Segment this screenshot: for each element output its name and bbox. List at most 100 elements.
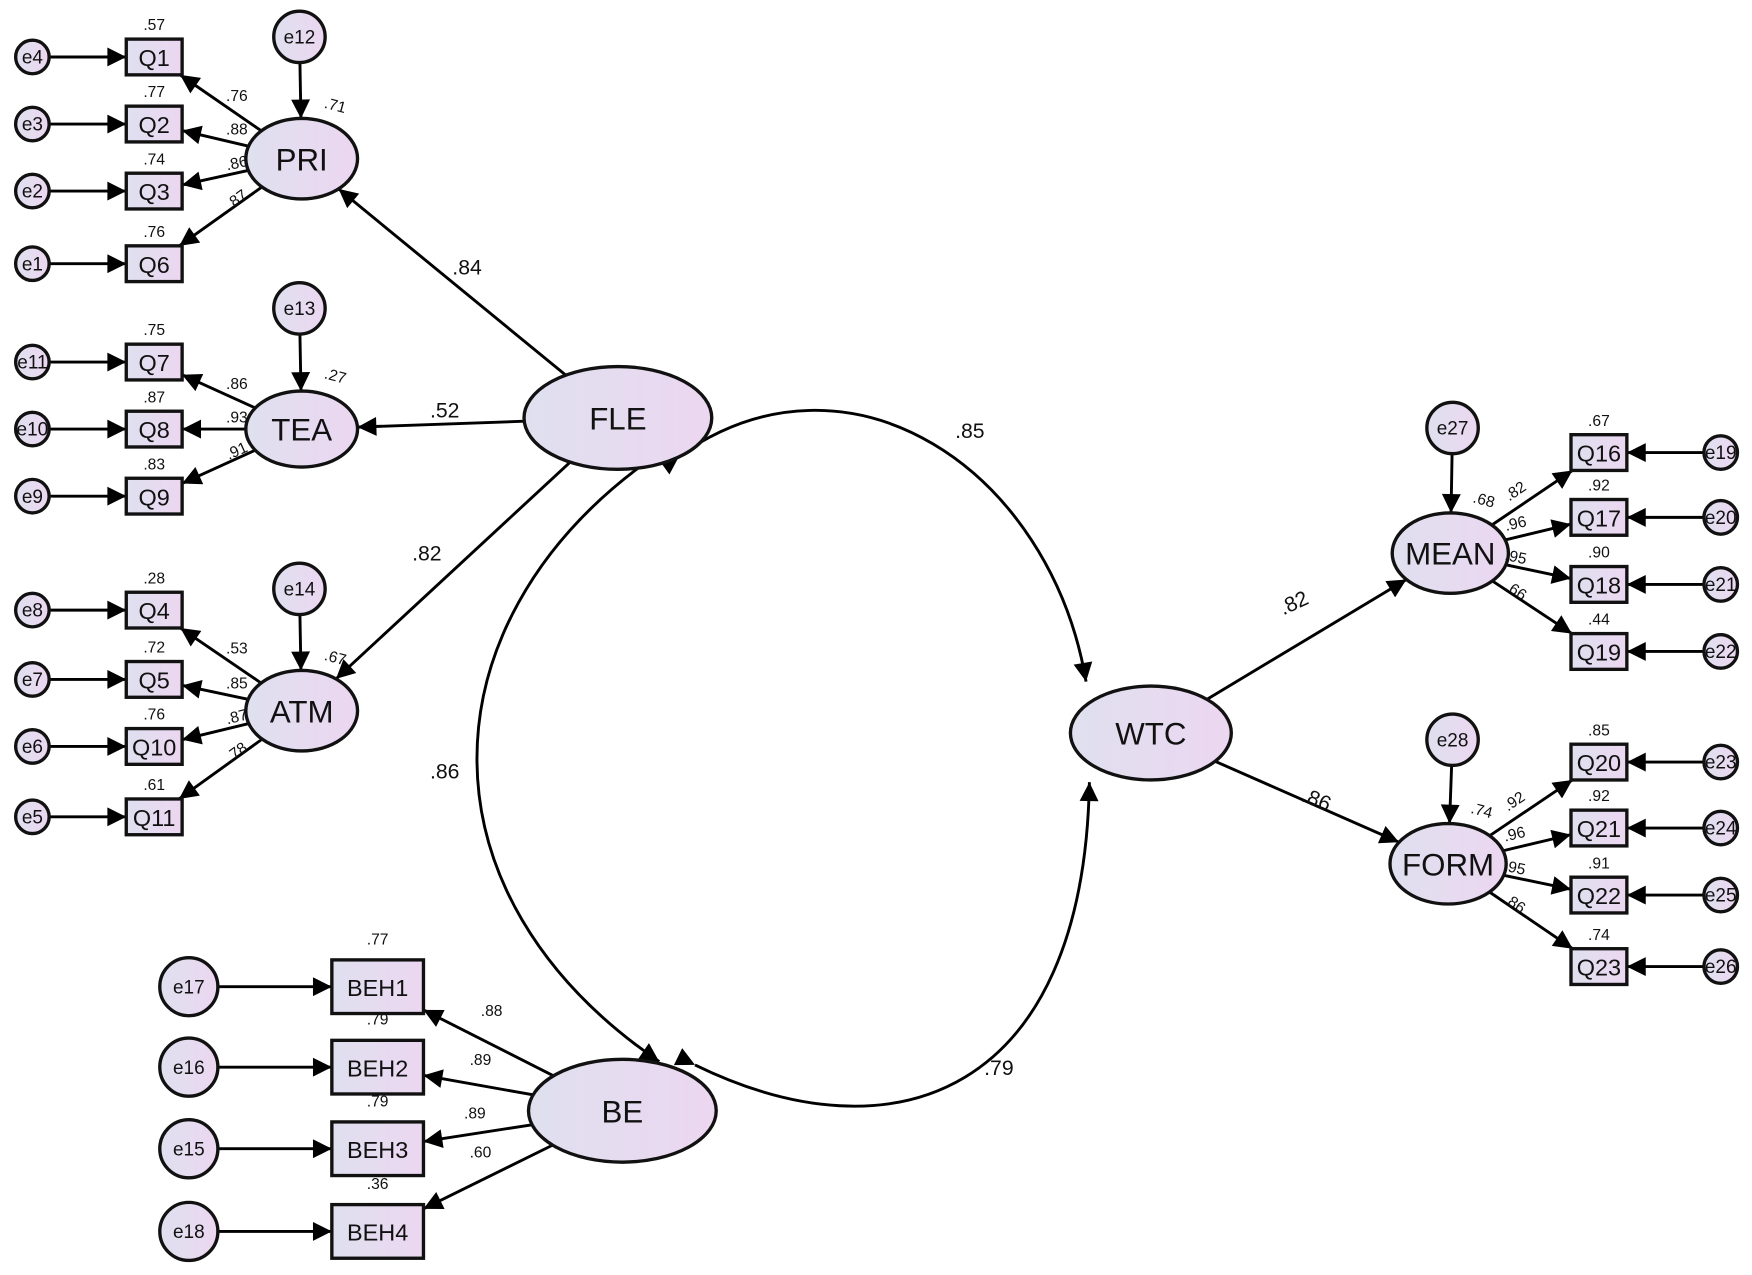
factor-pri-shape xyxy=(244,116,360,201)
indicator-q11-shape xyxy=(124,797,184,837)
r2-atm: .67 xyxy=(323,647,348,669)
loading-q9: .91 xyxy=(223,439,250,463)
factor-tea-shape xyxy=(244,389,360,469)
loading-q5: .85 xyxy=(226,675,248,692)
indicator-q3-shape xyxy=(124,171,184,211)
factor-wtc-shape xyxy=(1068,684,1233,782)
error-e10-label: e10 xyxy=(17,420,49,441)
r2-tea: .27 xyxy=(323,366,348,388)
r2-q20: .85 xyxy=(1588,722,1610,739)
error-e11-label: e11 xyxy=(17,353,47,374)
correlation-label-be-wtc: .79 xyxy=(984,1057,1013,1080)
indicator-q2-label: Q2 xyxy=(139,112,170,138)
r2-beh3: .79 xyxy=(367,1093,389,1110)
r2-q11: .61 xyxy=(143,777,165,794)
error-e24-label: e24 xyxy=(1705,819,1737,840)
loading-q1: .76 xyxy=(226,88,248,105)
factor-fle-label: FLE xyxy=(589,402,646,437)
r2-q10: .76 xyxy=(143,707,165,724)
error-e17-label: e17 xyxy=(173,977,205,998)
indicator-beh3-label: BEH3 xyxy=(347,1137,408,1163)
path-wtc-form xyxy=(1214,759,1400,844)
error-e23-label: e23 xyxy=(1705,753,1737,774)
loading-arrow-q5 xyxy=(181,680,249,701)
indicator-q16-label: Q16 xyxy=(1577,441,1621,467)
error-e22-shape xyxy=(1702,633,1740,670)
r2-q2: .77 xyxy=(143,84,165,101)
error-e6-shape xyxy=(13,728,51,765)
indicator-q5-shape xyxy=(124,659,184,699)
indicator-q20-shape xyxy=(1569,742,1629,782)
loading-arrow-q20 xyxy=(1488,778,1574,837)
indicator-q11-label: Q11 xyxy=(133,805,176,831)
indicator-q8-label: Q8 xyxy=(139,417,170,443)
indicator-q23-shape xyxy=(1569,947,1629,987)
loading-q19: .66 xyxy=(1502,578,1530,604)
r2-q16: .67 xyxy=(1588,413,1610,430)
error-e7-shape xyxy=(13,660,51,698)
correlation-label-fle-be: .86 xyxy=(430,761,459,784)
error-e17-shape xyxy=(158,955,220,1018)
error-e4-shape xyxy=(13,38,51,76)
indicator-q19-shape xyxy=(1569,631,1629,672)
error-e23-shape xyxy=(1702,743,1740,781)
disturbance-e12-label: e12 xyxy=(284,27,316,48)
correlation-be-wtc xyxy=(673,782,1099,1108)
indicator-q21-label: Q21 xyxy=(1577,816,1621,842)
disturbance-e27-shape xyxy=(1425,400,1480,456)
loading-arrow-q9 xyxy=(181,448,256,485)
loading-arrow-q23 xyxy=(1488,890,1574,950)
disturbance-arrow-form xyxy=(1440,765,1460,824)
loading-arrow-beh3 xyxy=(423,1123,533,1149)
error-e9-shape xyxy=(13,477,51,515)
r2-q6: .76 xyxy=(143,224,165,241)
indicator-q19-label: Q19 xyxy=(1577,640,1621,666)
loading-arrow-q19 xyxy=(1491,579,1573,635)
error-e5-shape xyxy=(13,798,51,836)
indicator-q1-shape xyxy=(124,37,184,77)
correlation-label-fle-wtc: .85 xyxy=(955,420,984,443)
r2-q3: .74 xyxy=(143,151,165,168)
r2-beh2: .79 xyxy=(367,1012,389,1029)
r2-q9: .83 xyxy=(143,456,165,473)
error-e19-shape xyxy=(1702,434,1740,472)
indicator-beh4-shape xyxy=(330,1202,426,1260)
loading-q11: .78 xyxy=(223,739,251,766)
loading-q4: .53 xyxy=(226,641,248,658)
loading-arrow-q11 xyxy=(178,737,264,801)
factor-pri-label: PRI xyxy=(276,142,328,177)
loading-q23: .86 xyxy=(1501,891,1529,917)
indicator-q17-shape xyxy=(1569,497,1629,537)
error-e20-shape xyxy=(1702,498,1740,536)
indicator-beh2-label: BEH2 xyxy=(347,1055,408,1081)
loading-q21: .96 xyxy=(1502,824,1527,846)
indicator-q6-shape xyxy=(124,244,184,284)
factor-atm-shape xyxy=(244,668,360,753)
r2-q18: .90 xyxy=(1588,545,1610,562)
indicator-q4-shape xyxy=(124,590,184,630)
indicator-q10-shape xyxy=(124,726,184,767)
loading-arrow-q3 xyxy=(181,168,249,191)
error-e24-shape xyxy=(1702,809,1740,847)
coef-fle-pri: .84 xyxy=(452,257,482,280)
indicator-beh1-shape xyxy=(330,958,426,1016)
edges-layer xyxy=(49,47,1704,1241)
disturbance-e13-shape xyxy=(272,281,327,336)
loading-q22: .95 xyxy=(1502,858,1527,879)
indicator-beh3-shape xyxy=(330,1120,426,1178)
error-e16-shape xyxy=(158,1036,220,1098)
indicator-q20-label: Q20 xyxy=(1577,750,1621,776)
disturbance-e14-shape xyxy=(272,561,327,617)
loading-q6: .87 xyxy=(223,187,251,213)
error-e11-shape xyxy=(13,343,51,381)
error-e16-label: e16 xyxy=(173,1058,205,1079)
error-e25-label: e25 xyxy=(1705,886,1737,907)
coef-fle-atm: .82 xyxy=(412,543,441,566)
factor-tea-label: TEA xyxy=(271,413,332,448)
error-e1-shape xyxy=(13,245,51,283)
indicator-q10-label: Q10 xyxy=(132,735,176,761)
indicator-q5-label: Q5 xyxy=(139,668,170,694)
error-e7-label: e7 xyxy=(22,670,43,691)
loading-q18: .95 xyxy=(1503,547,1528,568)
indicator-q1-label: Q1 xyxy=(139,45,170,71)
